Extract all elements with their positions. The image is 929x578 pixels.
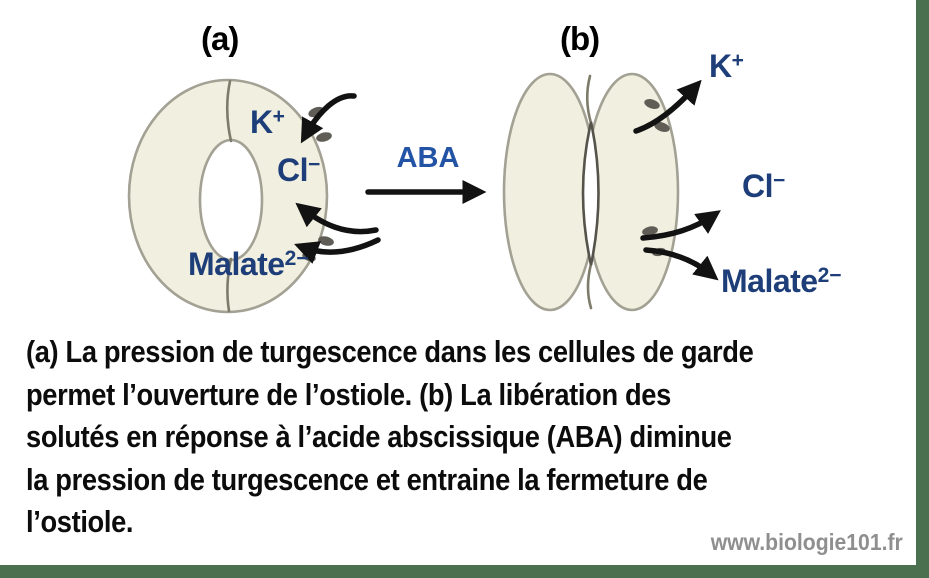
caption-line: solutés en réponse à l’acide abscissique… <box>26 419 732 454</box>
cl-influx-arrow <box>295 202 379 235</box>
aba-label: ABA <box>396 142 460 174</box>
open-stoma-drawing <box>127 78 381 314</box>
panel-a-label: (a) <box>201 20 239 57</box>
cl-charge: − <box>773 169 786 192</box>
green-border-right <box>916 0 929 578</box>
panel-b-malate-label: Malate2− <box>721 263 842 300</box>
malate-influx-arrow <box>294 237 381 264</box>
k-efflux-arrow <box>633 79 702 134</box>
malate-efflux-arrow <box>643 247 719 281</box>
k-charge: + <box>731 49 744 72</box>
caption-line: l’ostiole. <box>26 504 134 539</box>
watermark-url: www.biologie101.fr <box>710 529 903 555</box>
green-border-bottom <box>0 565 929 578</box>
k-influx-arrow <box>300 93 357 144</box>
caption-line: la pression de turgescence et entraine l… <box>26 461 708 497</box>
malate-symbol: Malate <box>188 246 285 282</box>
cl-charge: − <box>308 153 321 176</box>
panel-a-k-label: K+ <box>250 104 285 141</box>
k-symbol: K <box>709 48 732 84</box>
panel-a-malate-label: Malate2− <box>188 246 309 283</box>
panel-b-cl-label: Cl− <box>742 168 785 205</box>
caption-line: permet l’ouverture de l’ostiole. (b) La … <box>26 376 671 412</box>
panel-b-label: (b) <box>560 20 600 57</box>
figure-caption: (a) La pression de turgescence dans les … <box>26 331 906 544</box>
malate-charge: 2− <box>284 247 309 270</box>
malate-symbol: Malate <box>721 263 818 299</box>
cl-symbol: Cl <box>277 152 309 188</box>
k-charge: + <box>272 105 285 128</box>
panel-b-k-label: K+ <box>709 48 744 85</box>
k-symbol: K <box>250 104 273 140</box>
closed-stoma-drawing <box>502 72 721 312</box>
panel-a-cl-label: Cl− <box>277 152 320 189</box>
cl-symbol: Cl <box>742 168 774 204</box>
malate-charge: 2− <box>817 264 842 287</box>
caption-line: (a) La pression de turgescence dans les … <box>26 334 754 369</box>
stomata-diagram <box>127 72 721 314</box>
cl-efflux-arrow <box>640 210 721 241</box>
